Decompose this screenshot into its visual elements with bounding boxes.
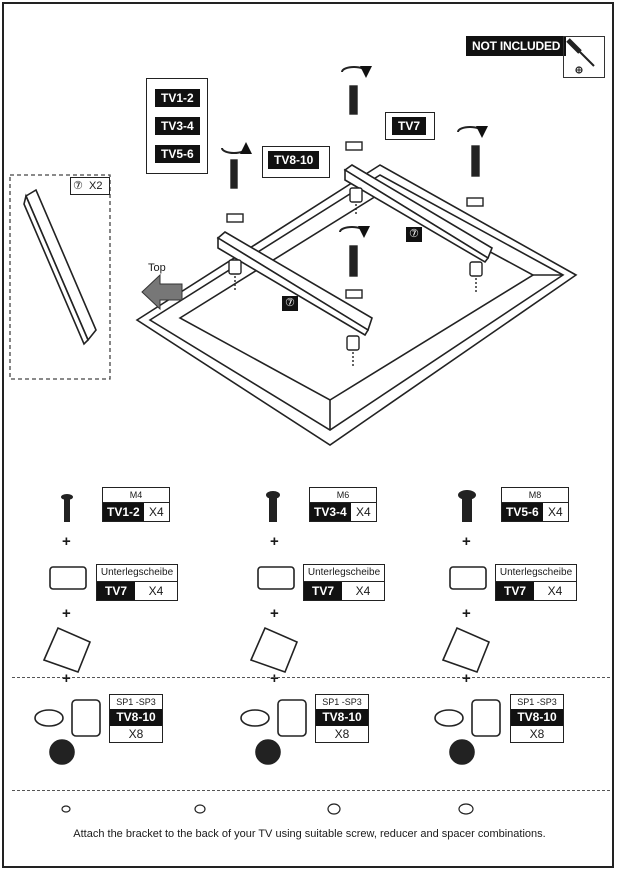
top-arrow-icon [141, 273, 183, 311]
screw-tv: TV3-4 [310, 503, 351, 521]
washer-title: Unterlegscheibe [97, 565, 177, 582]
spacer-qty: X8 [128, 727, 144, 741]
bracket-number-right: ⑦ [406, 227, 422, 242]
tv-group-3: TV5-6 [155, 145, 200, 163]
plus-sign: + [270, 670, 279, 687]
screw-qty: X4 [149, 505, 164, 519]
spacer-tv: TV8-10 [316, 709, 368, 726]
bracket-quantity: X2 [89, 180, 103, 192]
plus-sign: + [270, 605, 279, 622]
bracket-detail [23, 188, 97, 346]
plus-sign: + [62, 533, 71, 550]
screw-size: M6 [310, 488, 376, 503]
washer-title: Unterlegscheibe [496, 565, 576, 582]
screw-size: M8 [502, 488, 568, 503]
washer-icons [49, 566, 487, 590]
plus-sign: + [62, 605, 71, 622]
screw-tv: TV5-6 [502, 503, 543, 521]
instruction-caption: Attach the bracket to the back of your T… [73, 828, 546, 840]
washer-tv: TV7 [97, 582, 136, 600]
washer-tv: TV7 [304, 582, 343, 600]
spacer-qty: X8 [529, 727, 545, 741]
separator-line [12, 790, 610, 791]
spacer-icons [34, 699, 501, 765]
top-label: Top [148, 262, 166, 274]
plus-sign: + [462, 605, 471, 622]
spacer-spec: SP1 -SP3 TV8-10 X8 [109, 694, 163, 743]
tv-outline [135, 164, 578, 446]
tv-group-2: TV3-4 [155, 117, 200, 135]
spacer-tv: TV8-10 [511, 709, 563, 726]
spacer-tv: TV8-10 [110, 709, 162, 726]
spacers-on-tv [228, 187, 483, 368]
plus-sign: + [270, 533, 279, 550]
screws-on-tv [221, 65, 488, 299]
screw-spec-m4: M4 TV1-2 X4 [102, 487, 170, 522]
separator-line [12, 677, 610, 678]
washer-qty: X4 [355, 584, 371, 598]
spacer-title: SP1 -SP3 [116, 697, 156, 707]
not-included-label: NOT INCLUDED [466, 36, 567, 56]
bracket-left [216, 231, 373, 337]
washer-spec: Unterlegscheibe TV7 X4 [303, 564, 385, 601]
spacer-spec: SP1 -SP3 TV8-10 X8 [510, 694, 564, 743]
bracket-count-box: ⑦ X2 [70, 177, 110, 195]
bracket-detail-box [9, 174, 111, 380]
screw-spec-m8: M8 TV5-6 X4 [501, 487, 569, 522]
tv7-tag: TV7 [392, 117, 427, 135]
plus-sign: + [462, 670, 471, 687]
screwdriver-icon-box [563, 36, 605, 78]
washer-title: Unterlegscheibe [304, 565, 384, 582]
size-ovals [61, 803, 474, 815]
plus-sign: + [462, 533, 471, 550]
washer-spec: Unterlegscheibe TV7 X4 [96, 564, 178, 601]
washer-qty: X4 [547, 584, 563, 598]
screw-qty: X4 [356, 505, 371, 519]
washer-qty: X4 [148, 584, 164, 598]
spacer-title: SP1 -SP3 [322, 697, 362, 707]
reducer-icons [42, 626, 491, 674]
plus-sign: + [62, 670, 71, 687]
screw-spec-m6: M6 TV3-4 X4 [309, 487, 377, 522]
tv-group-1: TV1-2 [155, 89, 200, 107]
spacer-title: SP1 -SP3 [517, 697, 557, 707]
screw-icons [61, 490, 476, 522]
screw-tv: TV1-2 [103, 503, 144, 521]
washer-spec: Unterlegscheibe TV7 X4 [495, 564, 577, 601]
bracket-number: ⑦ [73, 180, 83, 192]
spacer-spec: SP1 -SP3 TV8-10 X8 [315, 694, 369, 743]
screwdriver-icon [566, 38, 595, 74]
washer-tv: TV7 [496, 582, 535, 600]
bracket-right [343, 164, 493, 264]
bracket-number-left: ⑦ [282, 296, 298, 311]
tv8-10-tag: TV8-10 [268, 151, 320, 169]
spacer-qty: X8 [334, 727, 350, 741]
screw-size: M4 [103, 488, 169, 503]
screw-qty: X4 [548, 505, 563, 519]
